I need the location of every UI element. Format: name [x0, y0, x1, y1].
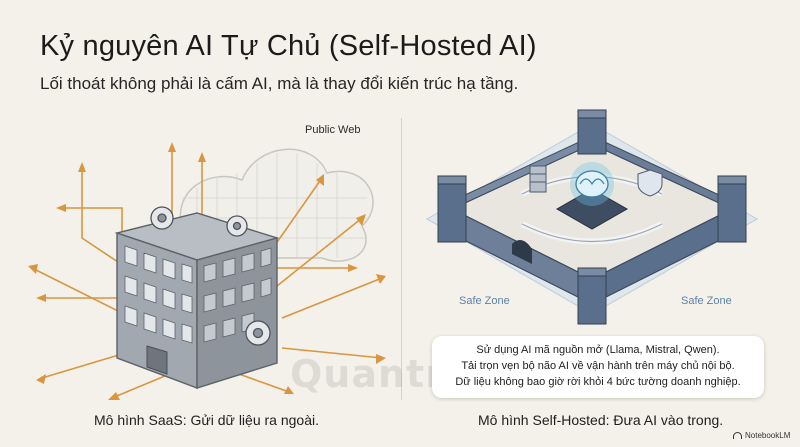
callout-line-3: Dữ liệu không bao giờ rời khỏi 4 bức tườ…: [455, 376, 741, 388]
notebooklm-badge: NotebookLM: [733, 431, 790, 440]
callout-line-1: Sử dụng AI mã nguồn mở (Llama, Mistral, …: [476, 344, 720, 356]
safe-zone-label-right: Safe Zone: [681, 295, 732, 307]
slide-subtitle: Lối thoát không phải là cấm AI, mà là th…: [40, 74, 519, 93]
self-hosted-caption: Mô hình Self-Hosted: Đưa AI vào trong.: [478, 412, 724, 428]
self-hosted-callout: Sử dụng AI mã nguồn mở (Llama, Mistral, …: [432, 336, 764, 398]
saas-caption: Mô hình SaaS: Gửi dữ liệu ra ngoài.: [94, 412, 319, 428]
server-icon: [529, 165, 547, 193]
saas-illustration: [28, 142, 386, 400]
brain-chip-icon: [555, 162, 629, 230]
panel-divider: [401, 118, 402, 400]
gear-icon: [150, 206, 271, 346]
building-icon: [114, 212, 280, 390]
callout-line-2: Tải trọn vẹn bộ não AI về vận hành trên …: [461, 360, 735, 372]
slide-title: Kỷ nguyên AI Tự Chủ (Self-Hosted AI): [40, 30, 537, 62]
notebooklm-label: NotebookLM: [745, 431, 791, 440]
safe-zone-label-left: Safe Zone: [459, 295, 510, 307]
public-web-label: Public Web: [305, 124, 361, 136]
notebooklm-icon: [733, 432, 742, 439]
self-hosted-illustration: [425, 109, 759, 325]
shield-icon: [637, 169, 663, 197]
